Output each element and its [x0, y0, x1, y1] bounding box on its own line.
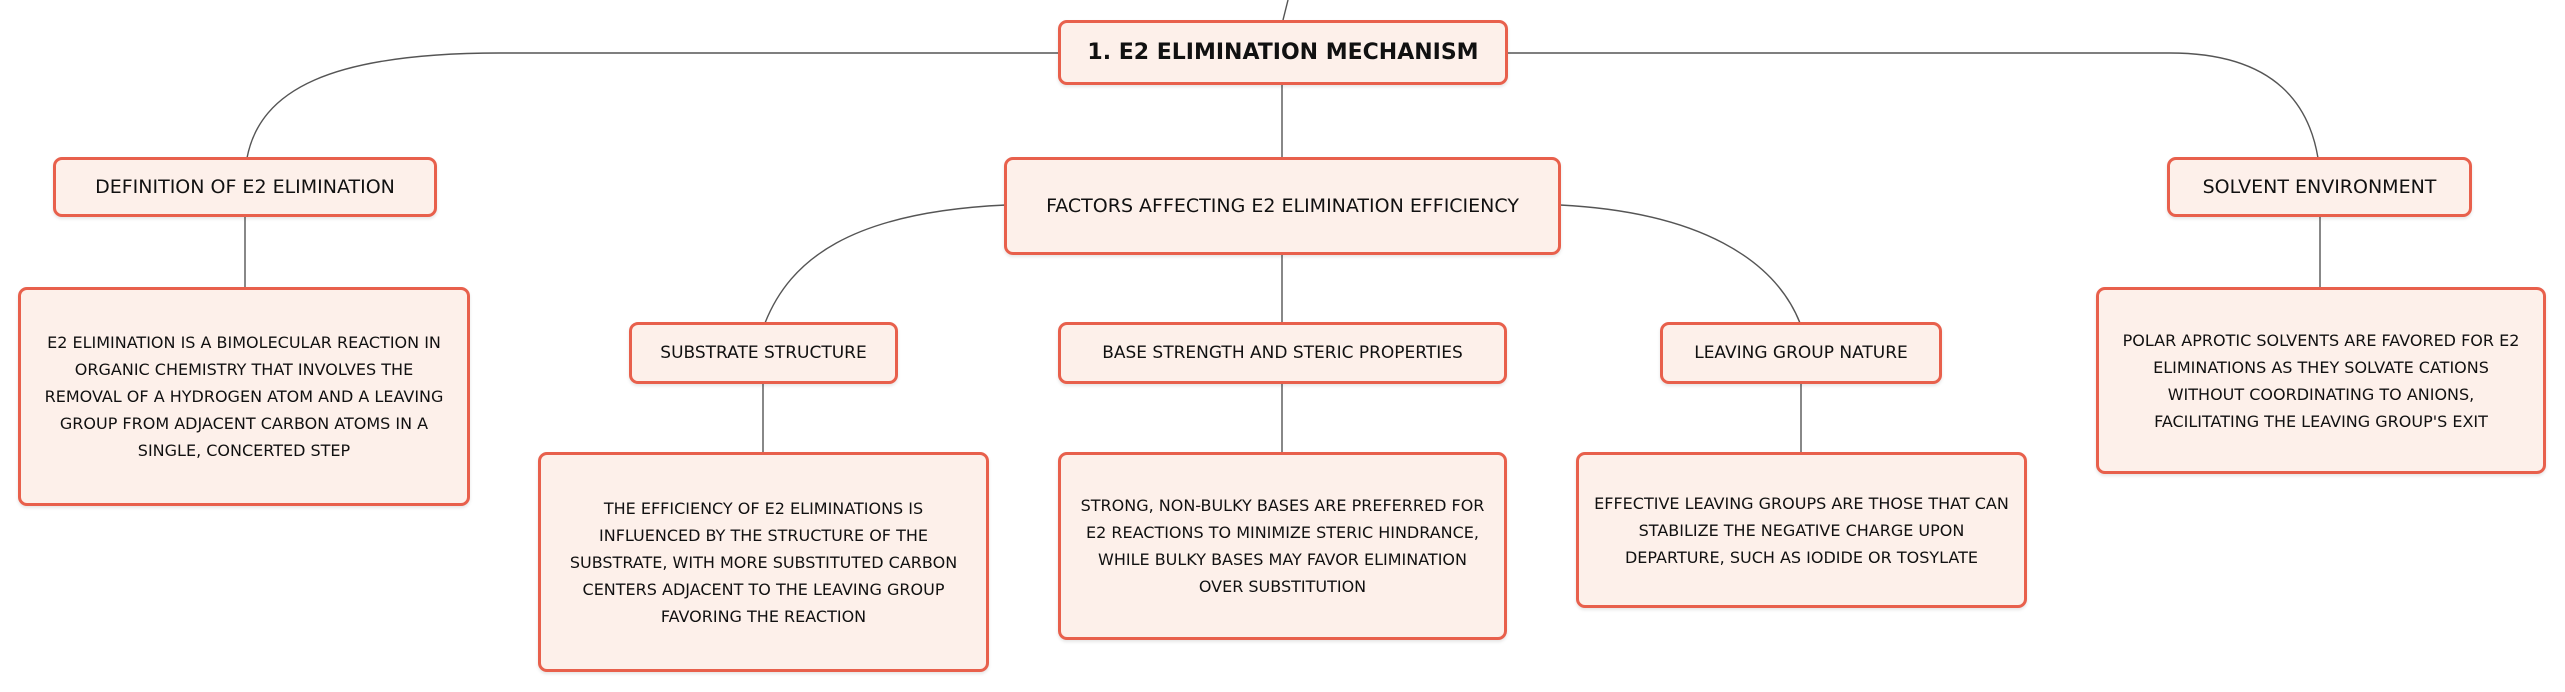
definition-detail-text: E2 elimination is a bimolecular reaction… [44, 333, 444, 460]
substrate-detail-node[interactable]: The efficiency of E2 eliminations is inf… [538, 452, 989, 672]
connector-factors-substrate [764, 204, 1007, 324]
solvent-node[interactable]: Solvent Environment [2167, 157, 2472, 217]
connector-incoming [1282, 0, 1289, 21]
root-node[interactable]: 1. E2 Elimination Mechanism [1058, 20, 1508, 85]
leaving-group-detail-node[interactable]: Effective leaving groups are those that … [1576, 452, 2027, 608]
substrate-label: Substrate Structure [660, 343, 867, 363]
base-detail-node[interactable]: Strong, non-bulky bases are preferred fo… [1058, 452, 1507, 640]
substrate-detail-text: The efficiency of E2 eliminations is inf… [569, 498, 958, 626]
substrate-node[interactable]: Substrate Structure [629, 322, 898, 384]
solvent-detail-node[interactable]: Polar aprotic solvents are favored for E… [2096, 287, 2546, 474]
leaving-group-label: Leaving Group Nature [1694, 343, 1908, 363]
definition-detail-node[interactable]: E2 elimination is a bimolecular reaction… [18, 287, 470, 506]
root-label: 1. E2 Elimination Mechanism [1087, 40, 1479, 65]
factors-node[interactable]: Factors Affecting E2 Elimination Efficie… [1004, 157, 1561, 255]
base-label: Base Strength and Steric Properties [1102, 343, 1463, 363]
factors-label: Factors Affecting E2 Elimination Efficie… [1046, 195, 1519, 217]
connector-root-definition [246, 52, 1058, 159]
leaving-group-detail-text: Effective leaving groups are those that … [1594, 493, 2009, 567]
connector-root-solvent [1506, 52, 2319, 159]
connector-factors-leaving [1559, 204, 1801, 324]
definition-label: Definition of E2 Elimination [95, 176, 395, 198]
definition-node[interactable]: Definition of E2 Elimination [53, 157, 437, 217]
solvent-label: Solvent Environment [2202, 176, 2437, 198]
base-detail-text: Strong, non-bulky bases are preferred fo… [1080, 496, 1485, 596]
base-node[interactable]: Base Strength and Steric Properties [1058, 322, 1507, 384]
solvent-detail-text: Polar aprotic solvents are favored for E… [2122, 330, 2520, 431]
leaving-group-node[interactable]: Leaving Group Nature [1660, 322, 1942, 384]
